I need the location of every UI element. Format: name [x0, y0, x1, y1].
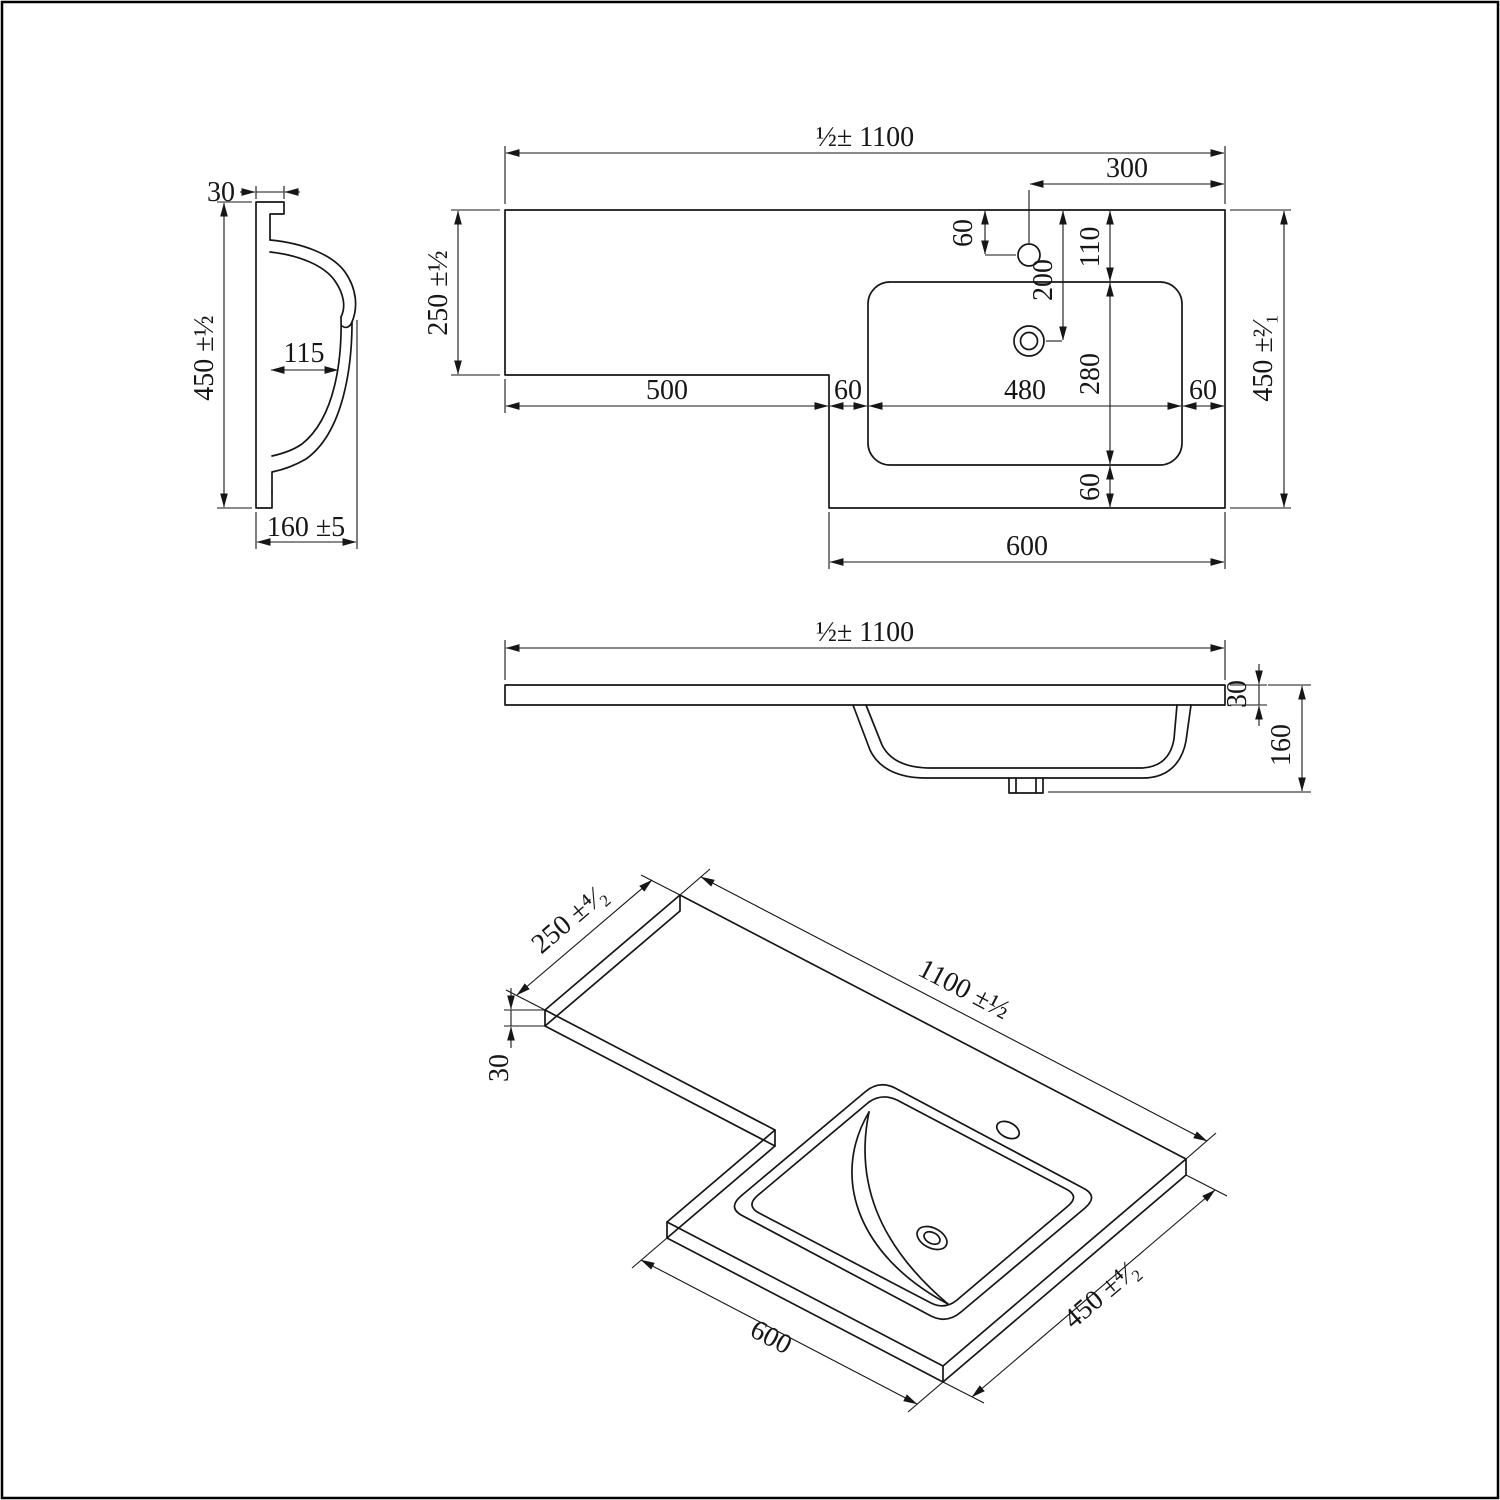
iso-waste-hole-inner [923, 1230, 941, 1246]
dim-label-plan-250: 250 ±½ [423, 250, 454, 335]
plan-outline [504, 209, 1226, 509]
plan-dim-200 [1046, 210, 1067, 342]
iso-basin-rim-inner [751, 1096, 1075, 1307]
dim-label-plan-60-tap: 60 [948, 219, 979, 247]
front-view: ½± 1100 30 160 [504, 617, 1311, 794]
dim-label-plan-500: 500 [646, 375, 688, 406]
dim-label-front-160: 160 [1266, 724, 1297, 766]
dim-label-plan-600: 600 [1006, 531, 1048, 562]
iso-bowl-curve-1 [851, 1111, 949, 1305]
front-bowl-outer [852, 704, 1192, 779]
iso-dim-250 [505, 874, 681, 1011]
dim-label-plan-60-left: 60 [834, 375, 862, 406]
plan-dim-1100 [504, 146, 1226, 204]
iso-dim-600 [631, 1237, 944, 1413]
dim-label-iso-600: 600 [745, 1314, 797, 1361]
iso-thickness-right-end [942, 1158, 1187, 1383]
iso-thickness-block-front [666, 1237, 944, 1383]
dim-label-plan-300: 300 [1106, 153, 1148, 184]
side-profile-bowl-inner [271, 316, 342, 457]
front-dim-1100 [504, 640, 1226, 680]
side-section-view: 30 450 ±½ 115 160 ±5 [189, 177, 358, 549]
dim-label-side-115: 115 [284, 338, 325, 369]
side-profile-rim-outer [269, 239, 357, 329]
dim-label-plan-60-right: 60 [1189, 375, 1217, 406]
plan-waste-hole-inner [1019, 331, 1039, 351]
plan-dim-250 [451, 209, 500, 376]
dim-label-plan-280: 280 [1075, 353, 1106, 395]
iso-dim-450 [942, 1174, 1228, 1404]
plan-dim-300 [1028, 180, 1225, 243]
iso-dim-30 [504, 988, 545, 1048]
iso-view: 250 ±⁴⁄₂ 1100 ±½ 30 600 450 ±⁴⁄₂ [484, 868, 1228, 1413]
front-dim-160 [1048, 684, 1311, 793]
dim-label-front-1100: ½± 1100 [816, 617, 914, 648]
dim-label-plan-200: 200 [1028, 259, 1059, 301]
iso-dim-1100 [679, 868, 1217, 1160]
dim-label-side-450: 450 ±½ [189, 315, 220, 400]
dim-label-plan-110: 110 [1075, 227, 1106, 268]
plan-dim-60-tap [981, 210, 1016, 256]
plan-tap-hole [1017, 243, 1041, 267]
plan-waste-hole-outer [1013, 325, 1045, 357]
side-dim-30 [240, 186, 300, 199]
dim-label-plan-480: 480 [1004, 375, 1046, 406]
iso-tap-hole [995, 1120, 1021, 1140]
front-dim-30 [1230, 664, 1267, 726]
dim-label-side-30: 30 [207, 177, 235, 208]
plan-view: ½± 1100 300 60 250 ±½ 500 60 480 60 [423, 122, 1291, 569]
plan-basin-rect [867, 281, 1183, 466]
side-profile-rim-inner [269, 251, 345, 318]
dim-label-plan-450: 450 ±²⁄₁ [1248, 314, 1279, 401]
side-profile-bowl-outer [271, 321, 353, 493]
iso-thickness-front-strip [544, 1009, 776, 1147]
dim-label-plan-1100: ½± 1100 [816, 122, 914, 153]
front-worktop-slab [504, 684, 1226, 706]
plan-dim-450 [1230, 209, 1291, 509]
front-bowl-inner [865, 704, 1178, 769]
dim-label-iso-250: 250 ±⁴⁄₂ [526, 879, 614, 960]
dim-label-side-160: 160 ±5 [267, 512, 345, 543]
plan-dim-600 [828, 512, 1226, 569]
front-waste-fitting [1008, 777, 1044, 794]
plan-dim-chain [504, 379, 1225, 413]
side-dim-450 [217, 201, 252, 509]
dim-label-iso-1100: 1100 ±½ [913, 953, 1015, 1026]
side-dim-160 [255, 320, 358, 549]
dim-label-iso-450: 450 ±⁴⁄₂ [1058, 1254, 1146, 1335]
side-profile-back-wall [255, 201, 285, 509]
iso-waste-hole-outer [916, 1225, 948, 1251]
dim-label-iso-30: 30 [484, 1054, 515, 1082]
dim-label-front-30: 30 [1222, 680, 1253, 708]
dim-label-plan-60-front: 60 [1075, 473, 1106, 501]
